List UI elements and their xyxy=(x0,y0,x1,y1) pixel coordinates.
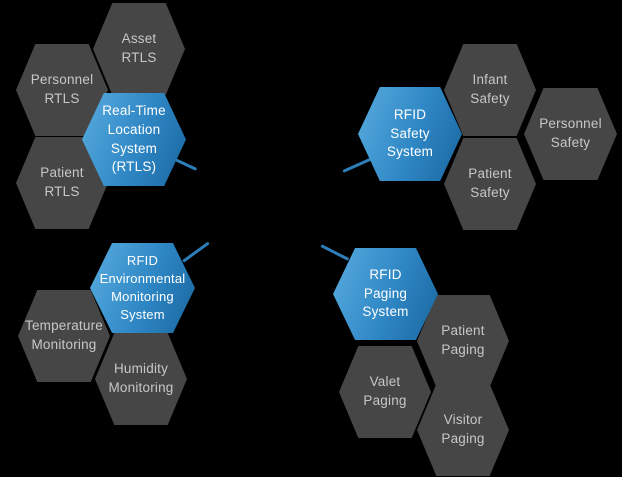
hexagon-label: RFID Paging System xyxy=(362,267,409,320)
hexagon-valet-paging: Valet Paging xyxy=(339,346,431,438)
hexagon-label: Personnel RTLS xyxy=(30,72,94,106)
hexagon-label: Personnel Safety xyxy=(539,116,602,150)
hexagon-label: Temperature Monitoring xyxy=(25,318,103,352)
hexagon-label: RFID Safety System xyxy=(386,107,434,160)
hexagon-label: Visitor Paging xyxy=(441,412,485,446)
hexagon-label: Humidity Monitoring xyxy=(108,361,174,395)
hexagon-temperature-monitoring: Temperature Monitoring xyxy=(18,290,110,382)
hexagon-visitor-paging: Visitor Paging xyxy=(417,384,509,476)
connector-line-paging xyxy=(320,244,350,261)
hexagon-patient-paging: Patient Paging xyxy=(417,295,509,387)
hexagon-humidity-monitoring: Humidity Monitoring xyxy=(95,333,187,425)
hexagon-patient-safety: Patient Safety xyxy=(444,138,536,230)
hexagon-label: Asset RTLS xyxy=(121,31,157,65)
hexagon-label: Real-Time Location System (RTLS) xyxy=(102,103,166,175)
hexagon-label: Patient RTLS xyxy=(40,165,84,199)
connector-line-environmental xyxy=(182,241,210,263)
hexagon-label: Infant Safety xyxy=(470,72,510,106)
hexagon-personnel-safety: Personnel Safety xyxy=(524,88,617,180)
hexagon-label: RFID Environmental Monitoring System xyxy=(99,253,186,322)
hexagon-label: Patient Paging xyxy=(441,323,485,357)
hexagon-label: Patient Safety xyxy=(468,166,512,200)
hexagon-rtls-hub: Real-Time Location System (RTLS) xyxy=(82,93,186,186)
hexagon-environmental-hub: RFID Environmental Monitoring System xyxy=(90,243,195,333)
hexagon-safety-hub: RFID Safety System xyxy=(358,87,462,181)
hexagon-label: Valet Paging xyxy=(363,374,407,408)
hexagon-paging-hub: RFID Paging System xyxy=(333,248,438,340)
hexagon-infant-safety: Infant Safety xyxy=(444,44,536,136)
hexagon-asset-rtls: Asset RTLS xyxy=(93,3,185,95)
